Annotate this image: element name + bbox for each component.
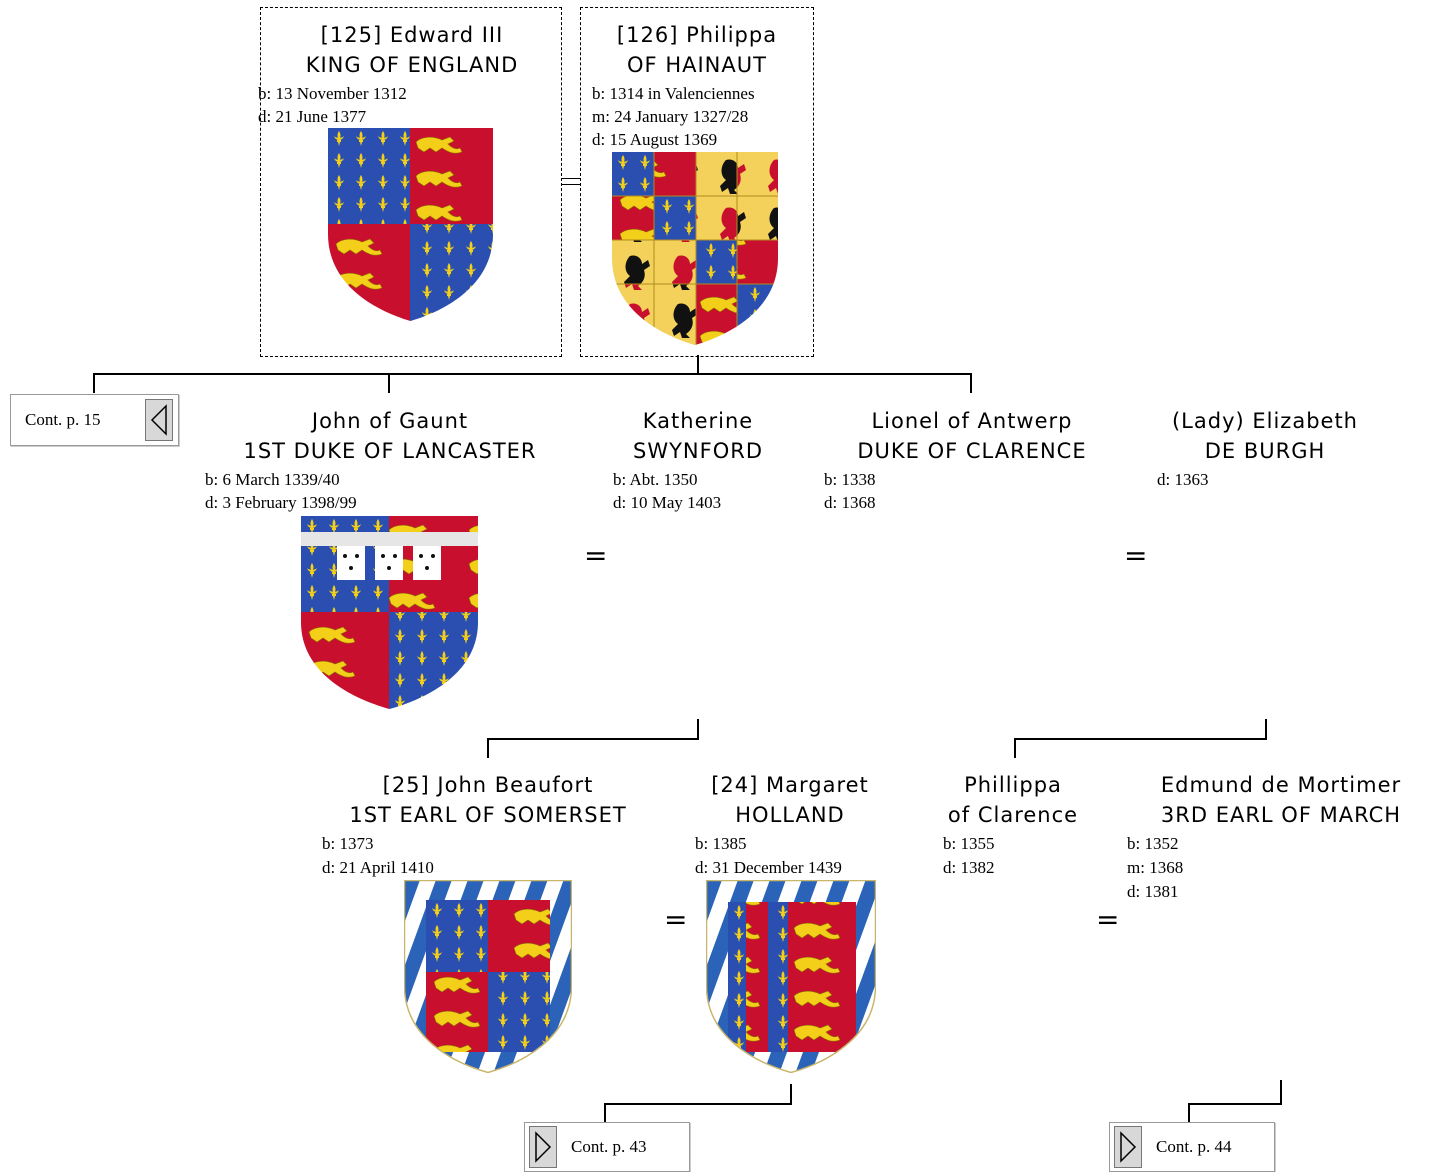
- edmund-title: 3RD EARL OF MARCH: [1160, 803, 1402, 827]
- lionel-title: DUKE OF CLARENCE: [857, 439, 1087, 463]
- john-beaufort-born: b: 1373: [322, 834, 374, 853]
- drop-line-3: [970, 373, 972, 393]
- child-drop-beaufort: [487, 738, 489, 758]
- philippa-died: d: 15 August 1369: [592, 130, 718, 149]
- elizabeth-died: d: 1363: [1157, 470, 1209, 489]
- child-bar-gaunt: [487, 738, 699, 740]
- edward-died: d: 21 June 1377: [258, 107, 367, 126]
- john-beaufort-name: [25] John Beaufort: [382, 773, 594, 797]
- cont-drop-44: [1188, 1103, 1190, 1123]
- triangle-right-icon[interactable]: [529, 1126, 557, 1168]
- phillippa-clarence-title: of Clarence: [947, 803, 1079, 827]
- quartered-france-england-arms: [328, 128, 493, 321]
- cont-p43-button[interactable]: Cont. p. 43: [524, 1122, 690, 1172]
- cont-bar-44: [1188, 1103, 1282, 1105]
- hainaut-quartered-arms: [612, 152, 778, 345]
- cont-p15-label: Cont. p. 15: [25, 410, 101, 429]
- katherine-name: Katherine: [642, 409, 754, 433]
- descent-line: [697, 355, 699, 374]
- lionel-name: Lionel of Antwerp: [871, 409, 1073, 433]
- drop-line-1: [93, 373, 95, 393]
- john-beaufort-title: 1ST EARL OF SOMERSET: [349, 803, 627, 827]
- holland-bordure-arms: [706, 880, 876, 1073]
- elizabeth-title: DE BURGH: [1204, 439, 1326, 463]
- marriage-connector-top-2: [561, 184, 581, 185]
- john-beaufort-died: d: 21 April 1410: [322, 858, 434, 877]
- marriage-equals-phillippa: =: [1096, 903, 1120, 936]
- descent-line-beaufort: [790, 1084, 792, 1105]
- margaret-born: b: 1385: [695, 834, 747, 853]
- cont-drop-43: [604, 1103, 606, 1123]
- lionel-died: d: 1368: [824, 493, 876, 512]
- edmund-died: d: 1381: [1127, 882, 1179, 901]
- margaret-title: HOLLAND: [735, 803, 845, 827]
- john-gaunt-died: d: 3 February 1398/99: [205, 493, 357, 512]
- edmund-born: b: 1352: [1127, 834, 1179, 853]
- triangle-left-icon[interactable]: [145, 399, 173, 441]
- edward-title: KING OF ENGLAND: [305, 53, 519, 77]
- philippa-name: [126] Philippa: [616, 23, 778, 47]
- edmund-married: m: 1368: [1127, 858, 1184, 877]
- lancaster-label-arms: [301, 516, 478, 709]
- john-gaunt-title: 1ST DUKE OF LANCASTER: [243, 439, 537, 463]
- marriage-equals-lionel: =: [1124, 539, 1148, 572]
- descent-line-mortimer: [1280, 1080, 1282, 1105]
- triangle-right-icon[interactable]: [1114, 1126, 1142, 1168]
- edmund-name: Edmund de Mortimer: [1160, 773, 1402, 797]
- elizabeth-name: (Lady) Elizabeth: [1171, 409, 1358, 433]
- cont-p43-label: Cont. p. 43: [571, 1137, 647, 1156]
- lionel-born: b: 1338: [824, 470, 876, 489]
- edward-card: [260, 7, 562, 357]
- drop-line-2: [388, 373, 390, 393]
- cont-bar-43: [604, 1103, 792, 1105]
- descent-line-lionel: [1265, 719, 1267, 740]
- philippa-born: b: 1314 in Valenciennes: [592, 84, 755, 103]
- child-bar-lionel: [1014, 738, 1267, 740]
- beaufort-bordure-arms: [404, 880, 572, 1073]
- cont-p44-label: Cont. p. 44: [1156, 1137, 1232, 1156]
- descent-line-gaunt: [697, 719, 699, 740]
- sibling-bar: [93, 373, 972, 375]
- cont-p44-button[interactable]: Cont. p. 44: [1109, 1122, 1275, 1172]
- phillippa-clarence-died: d: 1382: [943, 858, 995, 877]
- philippa-married: m: 24 January 1327/28: [592, 107, 749, 126]
- katherine-title: SWYNFORD: [632, 439, 763, 463]
- katherine-born: b: Abt. 1350: [613, 470, 698, 489]
- edward-name: [125] Edward III: [320, 23, 504, 47]
- marriage-connector-top: [561, 178, 581, 179]
- margaret-died: d: 31 December 1439: [695, 858, 842, 877]
- marriage-equals-gaunt: =: [584, 539, 608, 572]
- philippa-title: OF HAINAUT: [627, 53, 767, 77]
- margaret-name: [24] Margaret: [711, 773, 869, 797]
- child-drop-phillippa: [1014, 738, 1016, 758]
- phillippa-clarence-born: b: 1355: [943, 834, 995, 853]
- marriage-equals-beaufort: =: [664, 903, 688, 936]
- katherine-died: d: 10 May 1403: [613, 493, 722, 512]
- edward-born: b: 13 November 1312: [258, 84, 407, 103]
- cont-p15-button[interactable]: Cont. p. 15: [10, 394, 179, 446]
- phillippa-clarence-name: Phillippa: [964, 773, 1062, 797]
- john-gaunt-name: John of Gaunt: [311, 409, 469, 433]
- john-gaunt-born: b: 6 March 1339/40: [205, 470, 340, 489]
